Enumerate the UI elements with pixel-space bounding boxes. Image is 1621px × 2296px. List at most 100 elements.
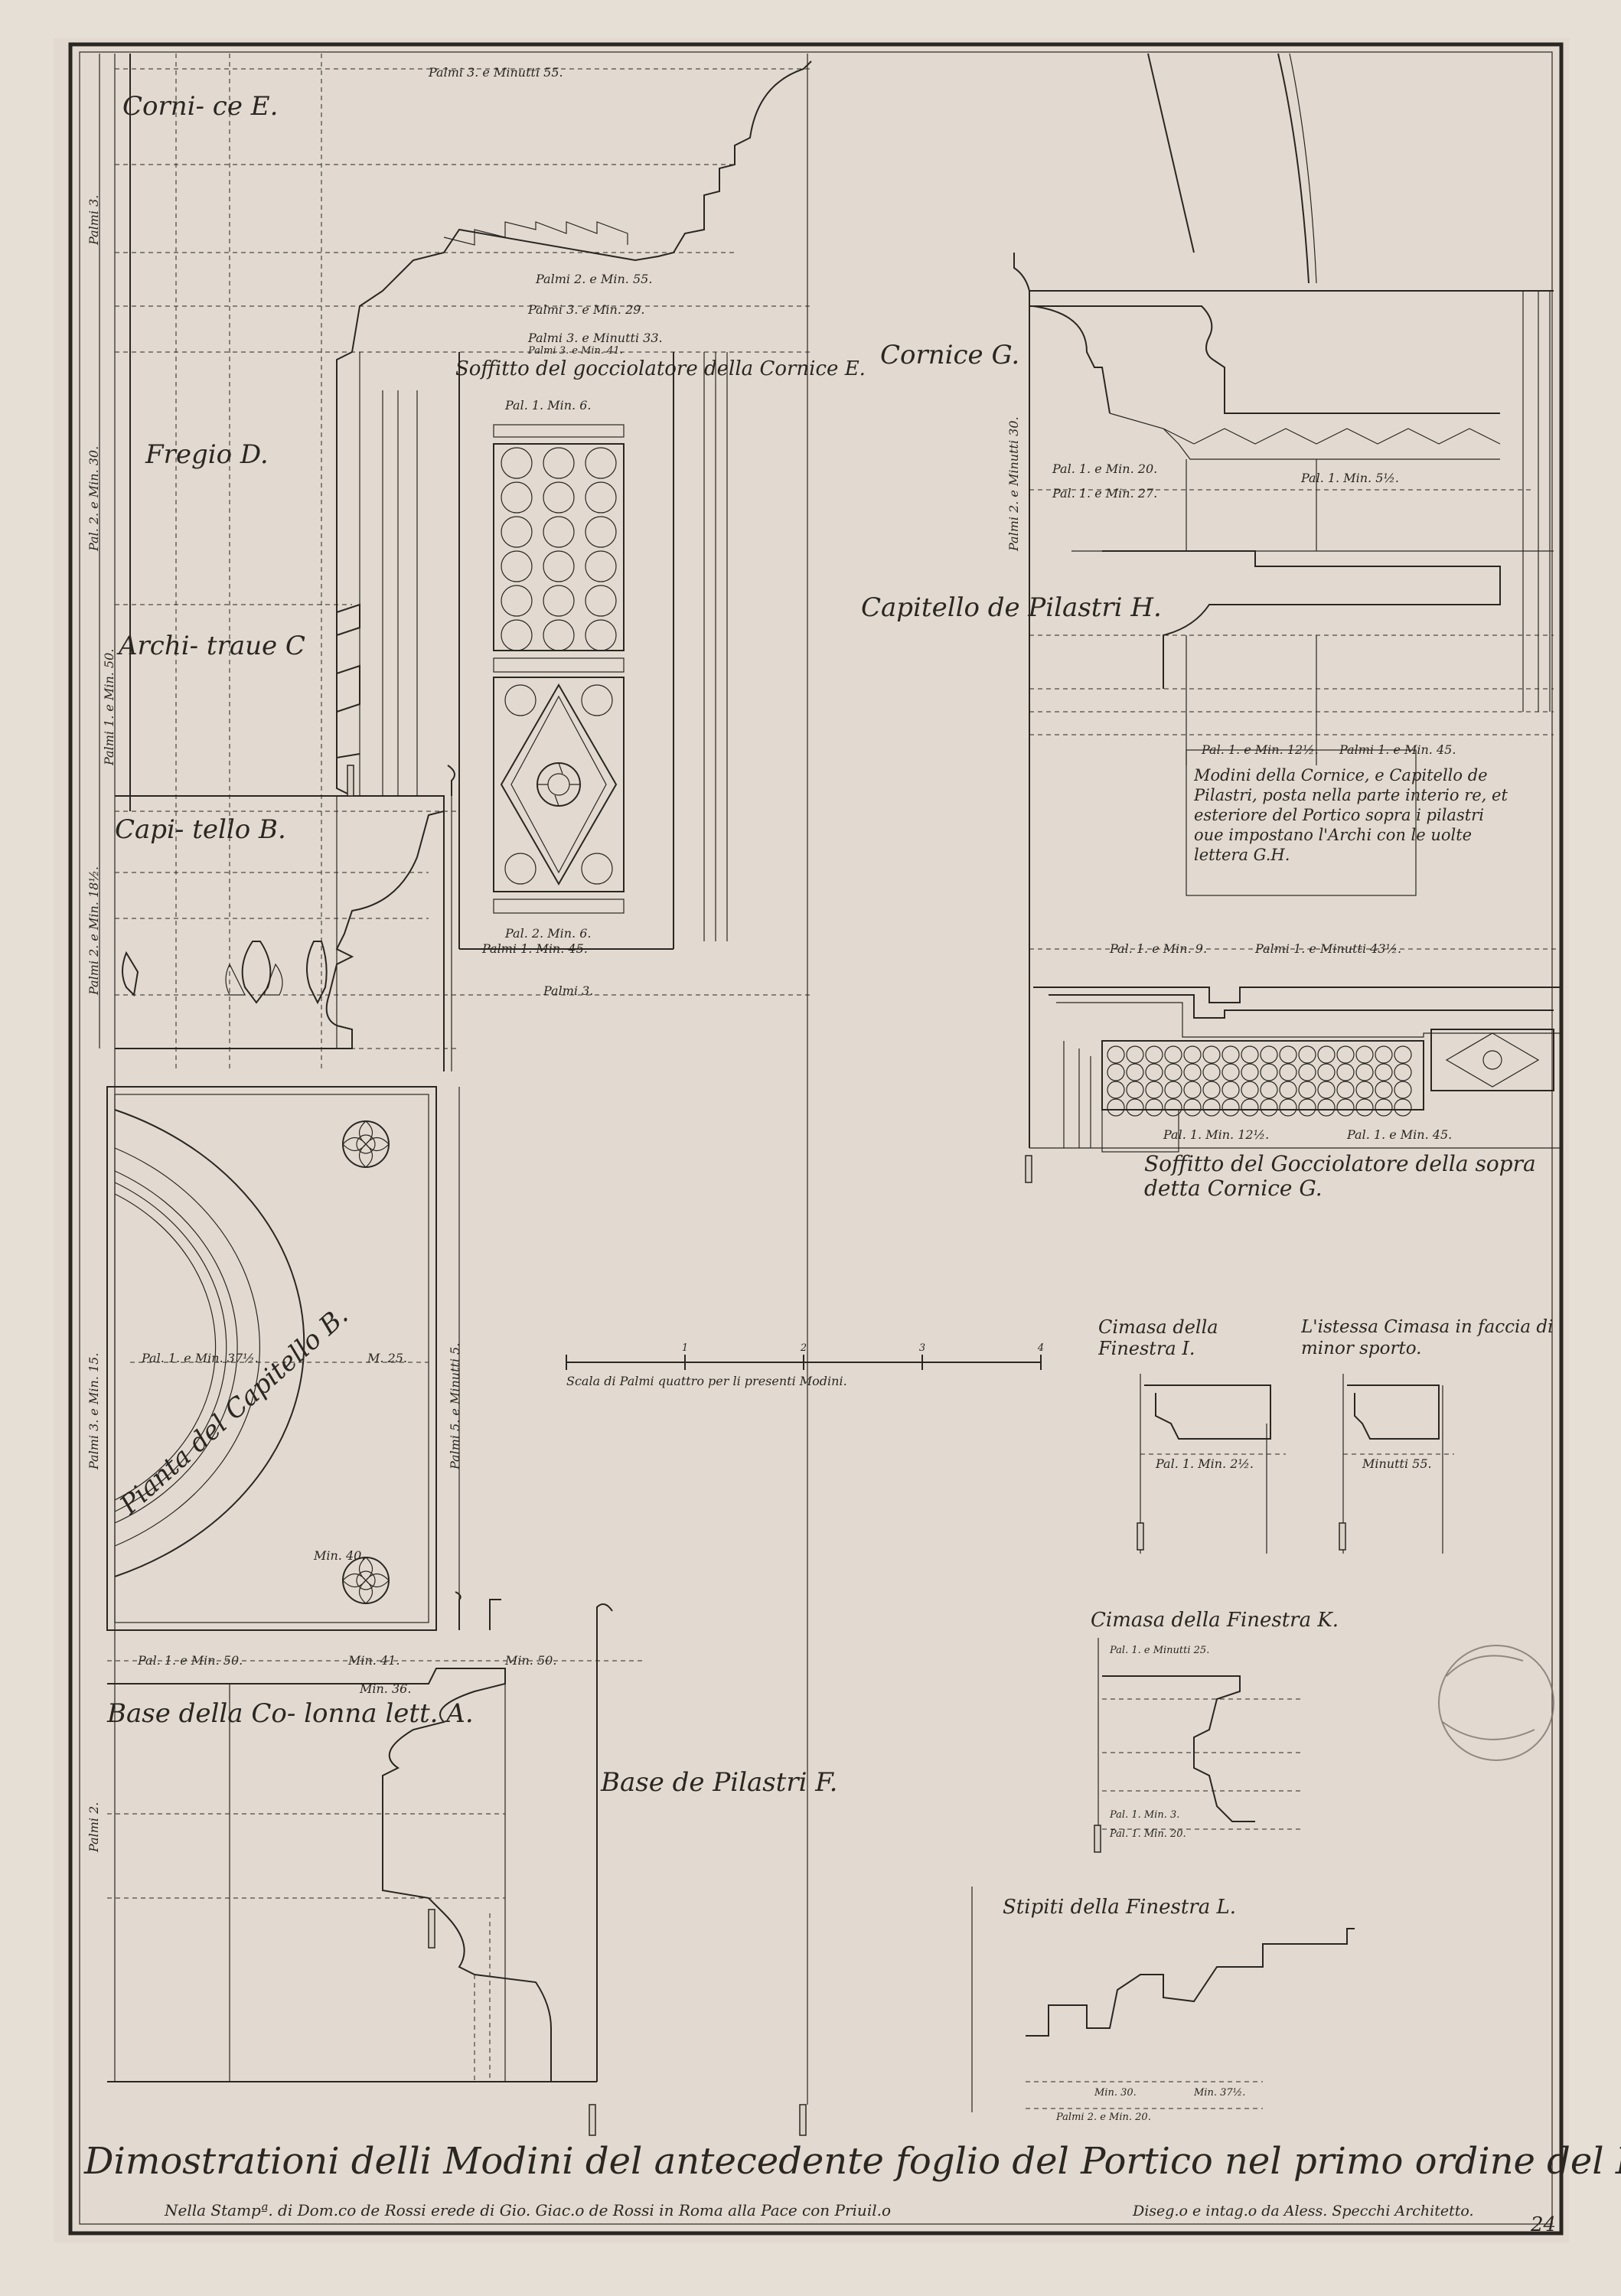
dim-palmi3: Palmi 3. (86, 195, 101, 246)
dim-palmi5: Palmi 5. e Minutti 5. (448, 1343, 462, 1470)
soffitto-circle (1394, 1098, 1412, 1117)
dim-min30: Min. 30. (1094, 2087, 1137, 2099)
soffitto-circle (1126, 1098, 1144, 1117)
label-cornice-g: Cornice G. (880, 340, 1019, 370)
soffitto-circle (1279, 1045, 1297, 1064)
soffitto-circle (1355, 1045, 1374, 1064)
left-order-profile (99, 54, 812, 2082)
label-base-pilastri: Base de Pilastri F. (600, 1767, 837, 1798)
dim-pal1-min3: Pal. 1. Min. 3. (1109, 1809, 1179, 1821)
soffitto-circle (1183, 1098, 1202, 1117)
coffer-circle (543, 516, 575, 548)
soffitto-circle (1279, 1063, 1297, 1081)
soffitto-circle (1202, 1081, 1221, 1099)
dim-pal-min2: Pal. 1. Min. 2½. (1155, 1456, 1254, 1471)
soffitto-circle (1126, 1045, 1144, 1064)
soffitto-circle (1183, 1081, 1202, 1099)
scale-tick-1: 1 (682, 1342, 688, 1354)
label-fregio-d: Fregio D. (145, 439, 269, 470)
publisher-credit: Nella Stampª. di Dom.co de Rossi erede d… (164, 2201, 891, 2219)
soffitto-circle (1336, 1045, 1355, 1064)
dim-pal2-min30: Pal. 2. e Min. 30. (86, 446, 101, 552)
label-soffitto-e: Soffitto del gocciolatore della Cornice … (455, 357, 866, 380)
soffitto-circle (1202, 1098, 1221, 1117)
soffitto-circle (1317, 1098, 1336, 1117)
soffitto-circle (1221, 1045, 1240, 1064)
soffitto-circle (1355, 1063, 1374, 1081)
dim-pal1-min12b: Pal. 1. Min. 12½. (1163, 1127, 1269, 1142)
coffer-circle (501, 516, 533, 548)
coffer-circle (501, 585, 533, 617)
dim-min36: Min. 36. (359, 1681, 411, 1696)
dim-palmi1-min43: Palmi 1. e Minutti 43½. (1254, 941, 1401, 956)
plate-border (68, 42, 1564, 2236)
coffer-circle (543, 447, 575, 479)
soffitto-circle (1260, 1063, 1278, 1081)
soffitto-circle (1317, 1081, 1336, 1099)
dim-pal1-min45b: Pal. 1. e Min. 45. (1346, 1127, 1452, 1142)
coffer-circle (543, 550, 575, 582)
dim-min41: Min. 41. (347, 1653, 400, 1668)
label-istessa-cimasa: L'istessa Cimasa in faccia di minor spor… (1301, 1317, 1554, 1358)
base-profiles (107, 765, 807, 2136)
soffitto-circle (1241, 1045, 1259, 1064)
label-base-colonna: Base della Co- lonna lett. A. (106, 1698, 474, 1729)
scale-tick-2: 2 (800, 1342, 807, 1354)
label-cimasa-k: Cimasa della Finestra K. (1091, 1609, 1339, 1632)
soffitto-circle (1375, 1045, 1393, 1064)
dim-pal1-min27: Pal. 1. e Min. 27. (1052, 486, 1157, 501)
scale-bar: 1 2 3 4 Scala di Palmi quattro per li pr… (566, 1342, 1044, 1388)
dim-pal1-min50: Pal. 1. e Min. 50. (137, 1653, 243, 1668)
soffitto-circle (1241, 1098, 1259, 1117)
dim-palmi3-min15: Palmi 3. e Min. 15. (86, 1353, 101, 1470)
page-number: 24 (1530, 2213, 1556, 2236)
soffitto-circle (1164, 1063, 1182, 1081)
soffitto-circle (1164, 1098, 1182, 1117)
coffer-circle (585, 447, 617, 479)
label-cornice-e: Corni- ce E. (122, 91, 278, 122)
soffitto-circle (1164, 1081, 1182, 1099)
soffitto-circle (1279, 1081, 1297, 1099)
dim-pal1-min45: Palmi 1. Min. 45. (481, 941, 588, 956)
soffitto-circle (1260, 1081, 1278, 1099)
dim-min50: Min. 50. (504, 1653, 556, 1668)
dim-pal1-min20k: Pal. 1. Min. 20. (1109, 1828, 1186, 1840)
soffitto-circle (1355, 1098, 1374, 1117)
coffer-circle (501, 447, 533, 479)
scale-tick-3: 3 (919, 1342, 925, 1354)
soffitto-circle (1126, 1081, 1144, 1099)
soffitto-circle (1107, 1063, 1125, 1081)
dim-min40: Min. 40. (313, 1548, 365, 1563)
soffitto-circle (1145, 1063, 1163, 1081)
soffitto-circle (1202, 1045, 1221, 1064)
dim-palmi3-min41: Palmi 3. e Min. 41. (527, 345, 623, 357)
plate-title: Dimostrationi delli Modini del anteceden… (83, 2140, 1621, 2183)
coffer-circle (501, 619, 533, 651)
rosette-ornament (537, 762, 581, 807)
dim-pal1-min20: Pal. 1. e Min. 20. (1052, 461, 1157, 476)
dim-palmi1-min45: Palmi 1. e Min. 45. (1339, 742, 1456, 757)
dim-palmi3-bottom: Palmi 3. (543, 983, 593, 998)
soffitto-circle (1394, 1063, 1412, 1081)
dim-pal1-min12: Pal. 1. e Min. 12½. (1201, 742, 1319, 757)
coffer-circle (585, 550, 617, 582)
capital-plan (106, 1086, 460, 1631)
cornice-g-profile (1013, 53, 1554, 1148)
soffitto-circle (1298, 1045, 1316, 1064)
soffitto-circle (1221, 1098, 1240, 1117)
fleuron-ornaments (122, 941, 328, 1005)
dim-top-width: Palmi 3. e Minutti 55. (428, 65, 563, 80)
dim-palmi1-min50: Palmi 1. e Min. 50. (102, 649, 116, 766)
soffitto-circle (1126, 1063, 1144, 1081)
dim-m25: M. 25. (367, 1351, 407, 1365)
coffer-circle (585, 516, 617, 548)
dim-palmi3-min29: Palmi 3. e Min. 29. (527, 302, 644, 317)
dim-palmi2-min18: Palmi 2. e Min. 18½. (86, 866, 101, 996)
coffer-circle (585, 619, 617, 651)
soffitto-circle (1164, 1045, 1182, 1064)
coffer-circle (543, 619, 575, 651)
rosette-bottom (342, 1557, 390, 1604)
window-cimasa-k (1094, 1638, 1301, 1853)
coffer-circle (543, 481, 575, 514)
